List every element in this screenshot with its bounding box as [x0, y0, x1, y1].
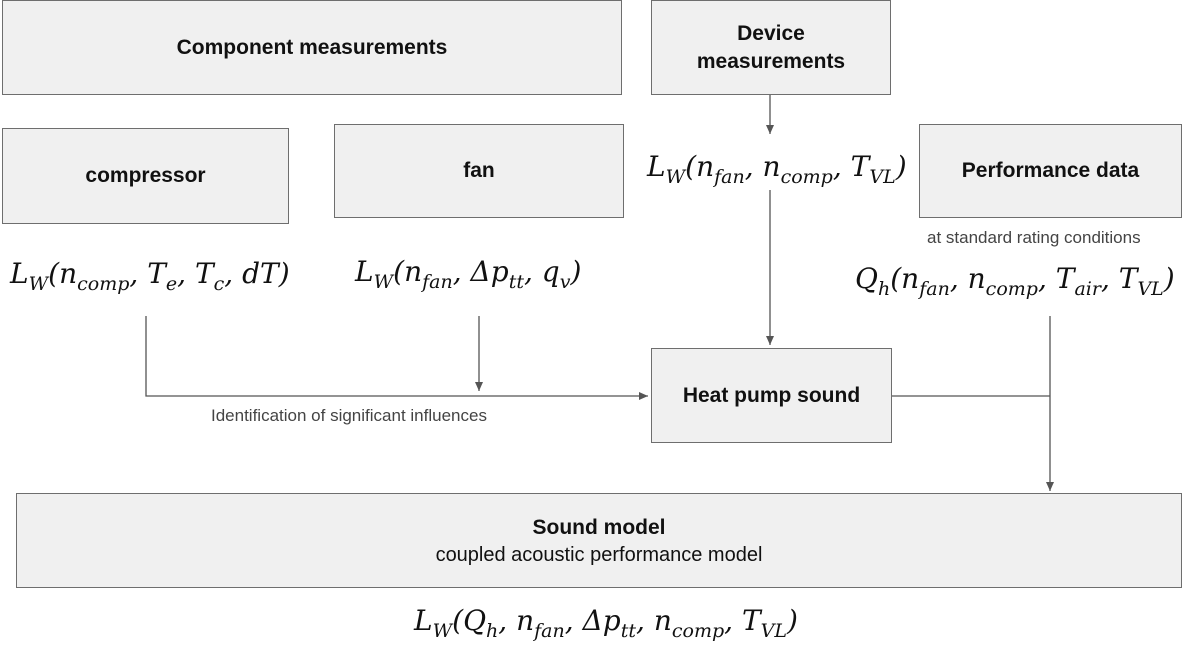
sound-model-formula: LW(Qh, nfan, Δptt, ncomp, TVL) [414, 604, 798, 642]
fan-formula: LW(nfan, Δptt, qv) [355, 255, 581, 293]
formula-subscript: W [28, 273, 49, 295]
formula-comma: , [744, 150, 763, 183]
formula-subscript: W [373, 271, 394, 293]
formula-comma: , [452, 255, 471, 288]
sound-model-title: Sound model [532, 515, 666, 539]
formula-paren: ( [452, 604, 464, 637]
formula-subscript: fan [714, 166, 745, 188]
formula-subscript: W [432, 620, 453, 642]
formula-subscript: comp [985, 278, 1038, 300]
performance-formula: Qh(nfan, ncomp, Tair, TVL) [855, 262, 1175, 300]
formula-comma: , [498, 604, 517, 637]
formula-comma: , [949, 262, 968, 295]
formula-subscript: e [165, 273, 178, 295]
formula-symbol: Q [855, 262, 878, 295]
formula-variable: T [1055, 262, 1075, 295]
formula-subscript: VL [1137, 278, 1164, 300]
formula-comma: , [724, 604, 742, 637]
formula-paren: ) [278, 257, 290, 290]
formula-paren: ( [48, 257, 60, 290]
formula-subscript: tt [508, 271, 524, 293]
formula-subscript: comp [780, 166, 833, 188]
formula-comma: , [1037, 262, 1056, 295]
formula-paren: ( [393, 255, 405, 288]
formula-symbol: L [10, 257, 29, 290]
formula-subscript: tt [620, 620, 636, 642]
formula-variable: T [741, 604, 761, 637]
formula-subscript: W [665, 166, 686, 188]
formula-symbol: L [355, 255, 374, 288]
formula-subscript: fan [534, 620, 565, 642]
identification-note: Identification of significant influences [211, 406, 487, 425]
formula-subscript: fan [919, 278, 950, 300]
formula-variable: Q [463, 604, 487, 637]
heat-pump-sound-label: Heat pump sound [682, 383, 861, 407]
formula-variable: n [653, 604, 672, 637]
formula-subscript: air [1074, 278, 1101, 300]
formula-comma: , [636, 604, 654, 637]
formula-variable: n [967, 262, 986, 295]
formula-comma: , [523, 255, 542, 288]
formula-variable: T [147, 257, 166, 290]
formula-subscript: comp [671, 620, 725, 642]
performance-data-label: Performance data [961, 159, 1140, 182]
formula-comma: , [224, 257, 243, 290]
formula-subscript: VL [760, 620, 787, 642]
device-measurements-box: Device measurements [651, 0, 891, 95]
formula-subscript: v [559, 271, 571, 293]
formula-comma: , [177, 257, 195, 290]
formula-variable: Δp [582, 604, 621, 637]
compressor-box: compressor [2, 128, 289, 224]
formula-variable: n [762, 150, 781, 183]
device-measurements-label-line2: measurements [696, 49, 846, 73]
formula-subscript: h [877, 278, 891, 300]
formula-variable: Δp [470, 255, 509, 288]
compressor-label: compressor [85, 164, 206, 187]
component-measurements-box: Component measurements [2, 0, 622, 95]
component-measurements-label: Component measurements [176, 35, 448, 59]
formula-subscript: h [486, 620, 499, 642]
formula-variable: n [901, 262, 920, 295]
formula-paren: ) [895, 150, 907, 183]
device-formula: LW(nfan, ncomp, TVL) [647, 150, 907, 188]
formula-comma: , [832, 150, 851, 183]
formula-paren: ) [1163, 262, 1175, 295]
formula-symbol: L [647, 150, 666, 183]
formula-subscript: fan [422, 271, 453, 293]
fan-label: fan [463, 159, 495, 182]
formula-comma: , [129, 257, 148, 290]
formula-paren: ( [685, 150, 697, 183]
formula-paren: ( [890, 262, 902, 295]
formula-variable: q [541, 255, 560, 288]
heat-pump-sound-box: Heat pump sound [651, 348, 892, 443]
formula-variable: T [850, 150, 870, 183]
sound-model-box: Sound model coupled acoustic performance… [16, 493, 1182, 588]
device-measurements-label-line1: Device [737, 21, 805, 45]
formula-variable: n [696, 150, 715, 183]
formula-comma: , [1100, 262, 1119, 295]
formula-variable: T [194, 257, 214, 290]
formula-paren: ) [570, 255, 582, 288]
compressor-formula: LW(ncomp, Te, Tc, dT) [10, 257, 290, 295]
formula-variable: n [59, 257, 78, 290]
formula-subscript: comp [77, 273, 130, 295]
standard-rating-note: at standard rating conditions [927, 228, 1141, 247]
formula-subscript: VL [869, 166, 896, 188]
formula-subscript: c [213, 273, 225, 295]
formula-variable: T [1118, 262, 1138, 295]
sound-model-subtitle: coupled acoustic performance model [435, 543, 763, 566]
formula-symbol: L [414, 604, 433, 637]
fan-box: fan [334, 124, 624, 218]
formula-comma: , [564, 604, 583, 637]
formula-variable: dT [242, 257, 279, 290]
performance-data-box: Performance data [919, 124, 1182, 218]
formula-variable: n [516, 604, 535, 637]
compressor-to-heatpump-arrow [145, 316, 648, 400]
formula-variable: n [404, 255, 423, 288]
formula-paren: ) [786, 604, 798, 637]
